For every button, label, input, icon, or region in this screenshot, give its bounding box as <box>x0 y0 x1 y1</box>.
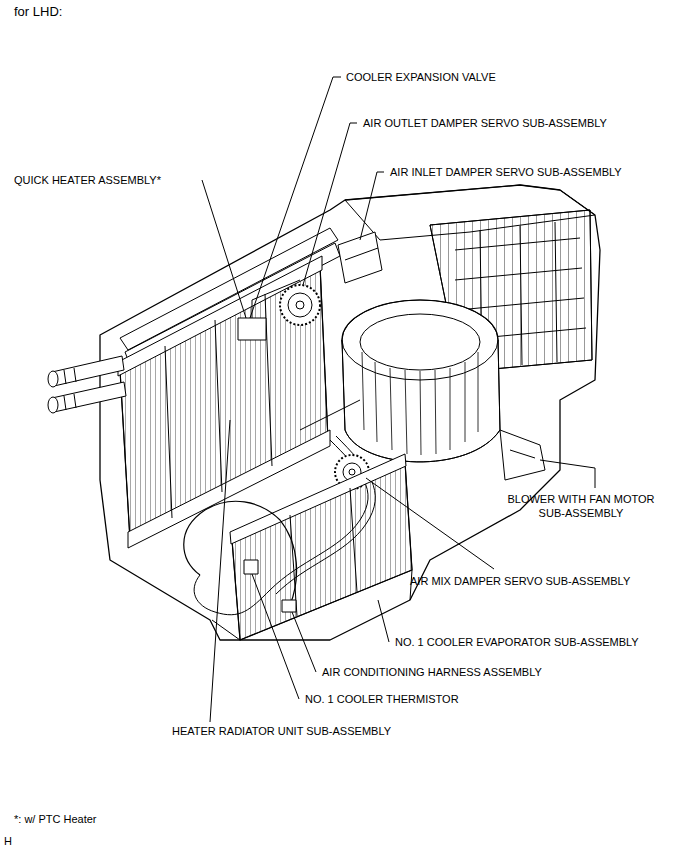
figure-code: H <box>4 834 12 848</box>
unit-drawing <box>48 185 600 640</box>
part-label: QUICK HEATER ASSEMBLY* <box>14 173 161 187</box>
part-label: COOLER EXPANSION VALVE <box>346 70 496 84</box>
page-heading: for LHD: <box>14 4 62 20</box>
part-label: AIR MIX DAMPER SERVO SUB-ASSEMBLY <box>410 574 630 588</box>
part-label: NO. 1 COOLER EVAPORATOR SUB-ASSEMBLY <box>395 635 639 649</box>
part-label: NO. 1 COOLER THERMISTOR <box>305 692 459 706</box>
part-label: BLOWER WITH FAN MOTOR SUB-ASSEMBLY <box>507 492 655 520</box>
part-label: AIR OUTLET DAMPER SERVO SUB-ASSEMBLY <box>363 116 607 130</box>
footnote: *: w/ PTC Heater <box>14 812 97 826</box>
part-label: AIR INLET DAMPER SERVO SUB-ASSEMBLY <box>390 165 622 179</box>
part-label: AIR CONDITIONING HARNESS ASSEMBLY <box>322 665 542 679</box>
part-label: HEATER RADIATOR UNIT SUB-ASSEMBLY <box>172 724 391 738</box>
